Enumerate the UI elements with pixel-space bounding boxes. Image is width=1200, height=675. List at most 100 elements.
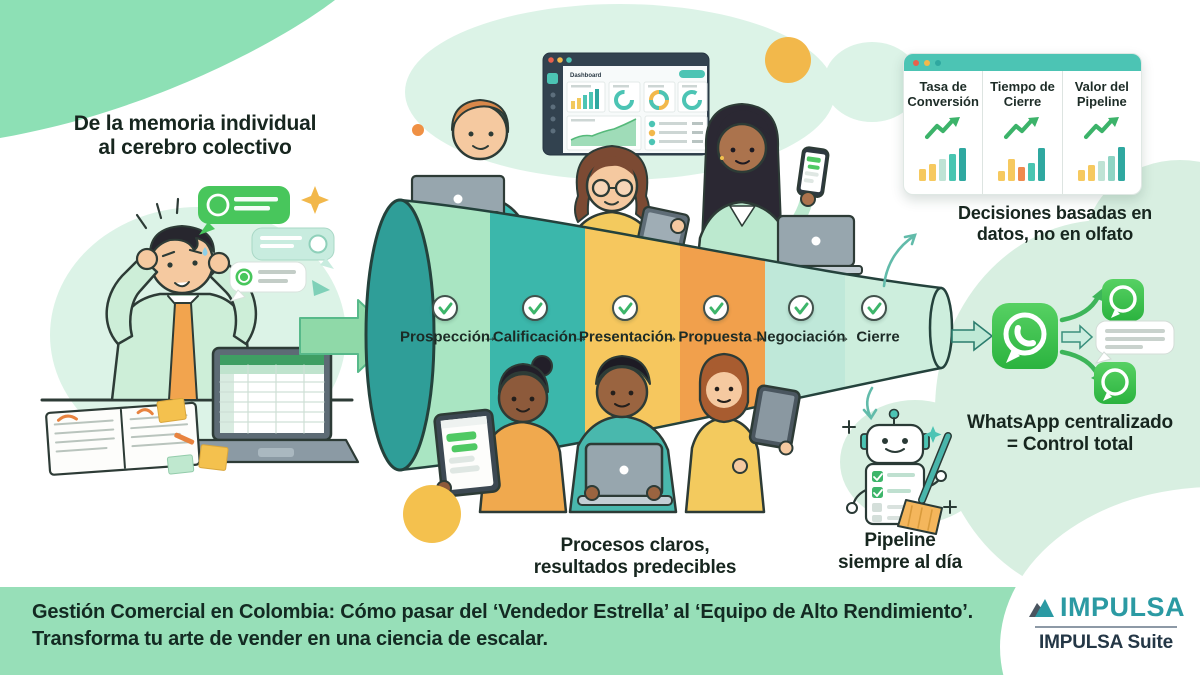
whatsapp-icon-small-top [1102,279,1144,321]
triangle-sparkle-icon [312,280,330,296]
team-member-tablet-man [684,352,801,514]
bar-chart-icon [998,147,1046,181]
whatsapp-icon-small-bottom [1094,362,1136,404]
stage-label-cierre: Cierre [856,328,900,346]
chat-bubble-green [198,186,290,235]
sticky-notes [156,397,229,475]
metric-label-line2: Conversión [907,93,979,109]
caption-line: Pipeline [864,530,936,551]
metric-conversion-rate: Tasa de Conversión [904,71,982,194]
bar-chart-icon [919,147,967,181]
mini-legend-list [648,120,703,146]
titlebar-dot-red [913,59,919,66]
stage-arrow: → [835,328,851,346]
caption-line: resultados predecibles [533,557,737,579]
team-member-phone-woman [692,103,863,302]
stage-arrow: → [482,328,498,346]
broom-icon [897,432,952,535]
footer-tagline: Gestión Comercial en Colombia: Cómo pasa… [32,599,992,653]
stage-arrow: → [750,328,766,346]
mountain-logo-icon [1029,598,1054,617]
pen [174,432,195,445]
caption-data-decisions: Decisiones basadas en datos, no en olfat… [920,203,1190,245]
incoming-whatsapp-bubbles [198,186,335,302]
funnel-mouth [364,198,436,472]
stressed-seller-illustration [40,186,397,476]
titlebar-dot-teal [935,59,941,66]
impulsa-logo: IMPULSA IMPULSA Suite [1022,592,1190,654]
metric-label-line1: Tiempo de [990,79,1055,94]
stage-check-icon [861,295,887,321]
team-member-chat-tablet-woman [433,355,568,514]
titlebar-dot-yellow [924,59,930,66]
dashboard-title: Dashboard [570,73,602,79]
metric-pipeline-value: Valor del Pipeline [1061,71,1141,194]
metric-label-line1: Tasa de [919,79,967,94]
mini-bar-chart [571,89,599,109]
tablet-with-chat [433,408,501,498]
mini-donut-charts [608,81,708,113]
star-sparkle-icon [924,426,942,443]
funnel-outlet [928,286,954,370]
pipeline-robot [842,408,957,535]
stage-label-prospeccion: Prospección [399,328,491,346]
caption-line: Decisiones basadas en [958,203,1152,223]
metric-close-time: Tiempo de Cierre [982,71,1061,194]
trend-up-icon [925,116,961,139]
dashboard-button [679,70,705,78]
brand-suite-name: IMPULSA Suite [1039,632,1173,653]
caption-line: datos, no en olfato [976,223,1134,244]
section-heading-memory: De la memoria individual al cerebro cole… [55,112,335,160]
trend-up-icon [1004,116,1040,139]
stage-label-negociacion: Negociación [756,328,846,346]
stage-label-calificacion: Calificación [492,328,578,346]
yellow-dot-decoration [403,485,461,543]
star-sparkle-icon [301,186,329,214]
caption-line: WhatsApp centralizado [967,412,1173,433]
stage-check-icon [522,295,548,321]
plus-sparkle-icon [943,500,957,514]
tagline-line2: Transforma tu arte de vender en una cien… [32,628,548,650]
heading-line2: al cerebro colectivo [98,136,292,159]
spreadsheet-laptop [184,346,360,464]
metrics-dashboard-card: Tasa de Conversión Tiempo de [903,53,1142,195]
stage-label-propuesta: Propuesta [678,328,752,346]
whatsapp-hub [992,279,1175,404]
caption-line: siempre al día [838,552,962,574]
tagline-line1: Gestión Comercial en Colombia: Cómo pasa… [32,601,973,623]
logo-divider [1035,626,1177,628]
phone-with-chat [796,146,830,198]
stage-check-icon [788,295,814,321]
chat-bubble-icon [1094,320,1175,364]
metric-label-line2: Pipeline [1076,93,1127,109]
crm-dashboard-window: Dashboard [542,52,710,156]
stage-check-icon [703,295,729,321]
caption-line: = Control total [1006,434,1134,456]
stage-check-icon [432,295,458,321]
stage-arrow: → [663,328,679,346]
stage-label-presentacion: Presentación [578,328,674,346]
team-member-laptop-man-2 [568,355,678,514]
heading-line1: De la memoria individual [73,112,317,135]
chat-bubble-teal [251,227,335,269]
funnel-output-arrows [862,233,994,421]
caption-pipeline-updated: Pipeline siempre al día [810,530,990,574]
window-titlebar [904,54,1141,71]
metric-label-line1: Valor del [1074,79,1129,94]
team-bottom-row [403,352,801,543]
chat-bubble-white [229,261,307,302]
caption-clear-processes: Procesos claros, resultados predecibles [480,535,790,579]
trend-up-icon [1083,116,1119,139]
metric-label-line2: Cierre [1003,93,1042,109]
caption-whatsapp-central: WhatsApp centralizado = Control total [948,412,1192,456]
arrow-to-whatsapp [951,320,994,352]
brand-name: IMPULSA [1060,592,1185,622]
plus-sparkle-icon [842,420,856,434]
caption-line: Procesos claros, [560,535,710,556]
bar-chart-icon [1077,146,1125,181]
stress-lines [135,197,180,230]
whatsapp-icon [992,303,1058,369]
stage-check-icon [612,295,638,321]
